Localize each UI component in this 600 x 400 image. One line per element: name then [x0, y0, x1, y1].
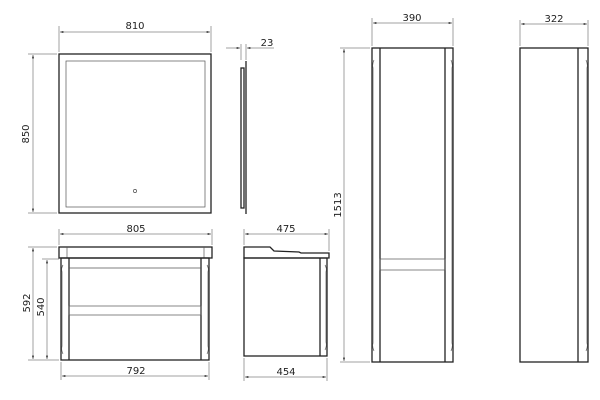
cabinet-width-label: 390 — [402, 13, 421, 24]
tall-cabinet-front-view: 390 1513 — [333, 13, 454, 363]
countertop-depth-label: 475 — [276, 224, 295, 235]
body-width-label: 792 — [126, 366, 145, 377]
total-height-label: 592 — [22, 293, 33, 312]
cabinet-height-label: 1513 — [333, 192, 344, 217]
countertop-width-label: 805 — [126, 224, 145, 235]
tall-cabinet-side-view: 322 — [519, 14, 589, 363]
body-depth-label: 454 — [276, 367, 295, 378]
mirror-width-label: 810 — [125, 21, 144, 32]
vanity-side-view: 475 454 — [243, 224, 330, 381]
vanity-front-view: 805 792 592 540 — [22, 224, 213, 380]
body-height-label: 540 — [36, 297, 47, 316]
mirror-depth-label: 23 — [261, 38, 274, 49]
cabinet-depth-label: 322 — [544, 14, 563, 25]
mirror-front-view: 810 850 — [21, 21, 212, 214]
mirror-height-label: 850 — [21, 124, 32, 143]
mirror-side-view: 23 — [226, 38, 274, 214]
